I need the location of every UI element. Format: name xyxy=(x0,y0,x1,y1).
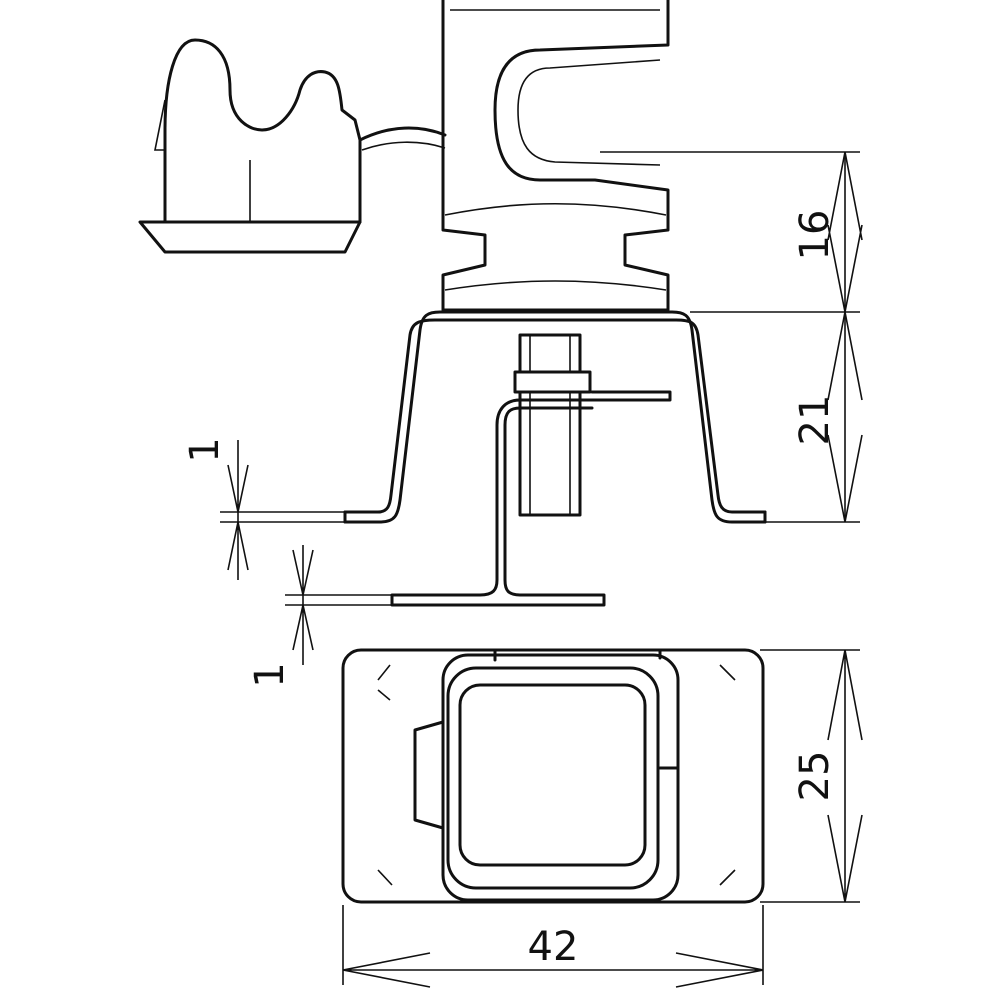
dim-length: 42 xyxy=(528,924,579,970)
stand-bracket xyxy=(343,310,767,607)
column xyxy=(441,0,670,312)
dim-height-lower: 21 xyxy=(792,395,838,446)
base-plate-top-view xyxy=(341,648,765,904)
dim-thickness-upper: 1 xyxy=(182,437,228,462)
cable-clip xyxy=(138,38,447,254)
dimension-lines xyxy=(220,151,863,988)
dim-width: 25 xyxy=(792,751,838,802)
dim-height-upper: 16 xyxy=(792,210,838,261)
dim-thickness-lower: 1 xyxy=(247,662,293,687)
